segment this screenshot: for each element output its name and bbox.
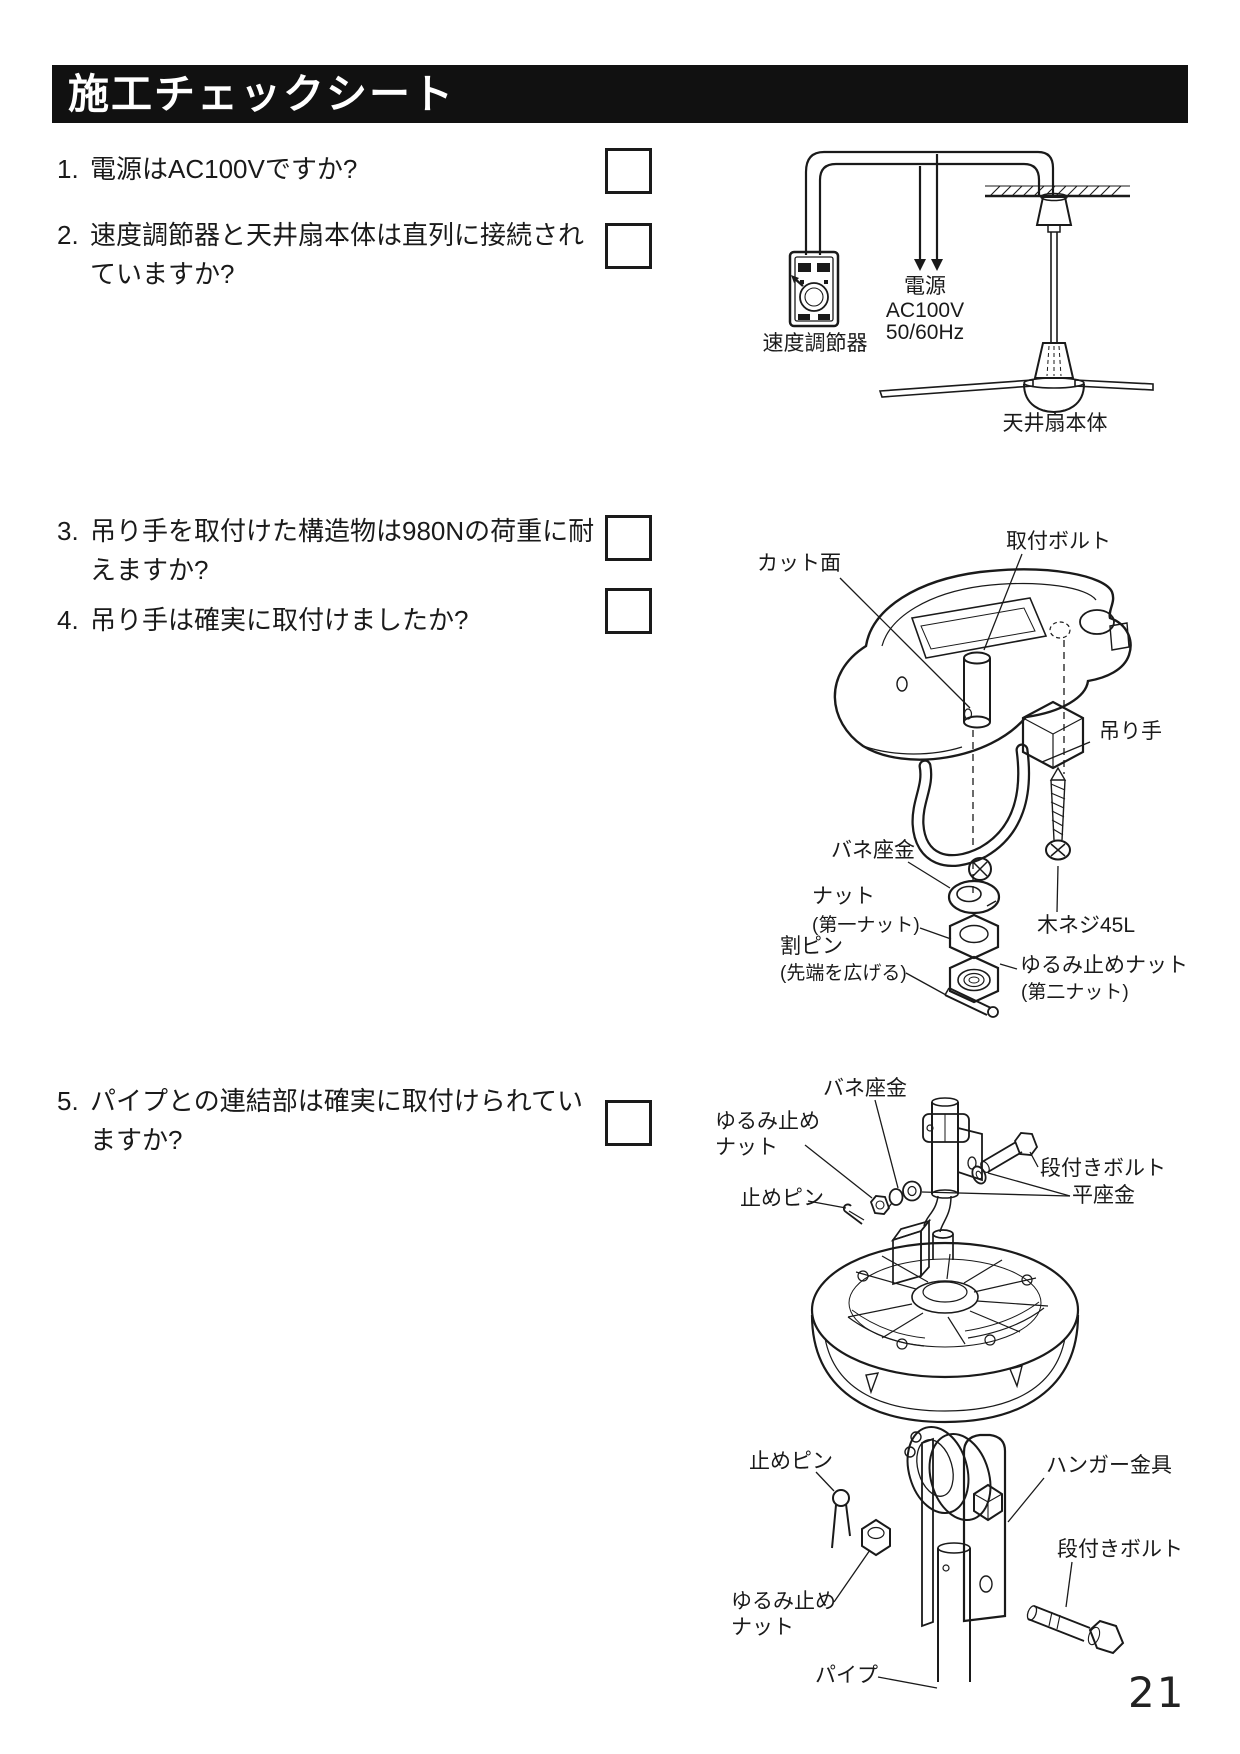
power-arrow-icon bbox=[914, 259, 926, 271]
spring-washer bbox=[887, 1188, 904, 1209]
item-text: パイプとの連結部は確実に取付けられてい ますか? bbox=[90, 1086, 583, 1155]
item-number: 3. bbox=[57, 516, 79, 546]
label-mount-bolt: 取付ボルト bbox=[1006, 530, 1111, 553]
label-lock-nut: ゆるみ止めナット bbox=[1020, 954, 1188, 977]
label-pipe: パイプ bbox=[815, 1664, 878, 1687]
item-text: 電源はAC100Vですか? bbox=[90, 154, 358, 184]
checkbox-item-4 bbox=[605, 588, 652, 634]
label-frequency: 50/60Hz bbox=[886, 321, 964, 344]
mounting-plate bbox=[833, 568, 1132, 761]
label-cut-face: カット面 bbox=[757, 552, 841, 575]
checkbox-item-3 bbox=[605, 515, 652, 561]
item-text: 吊り手は確実に取付けましたか? bbox=[90, 605, 469, 635]
motor-wires bbox=[923, 1195, 952, 1233]
first-nut bbox=[948, 913, 1000, 960]
label-nut: ナット bbox=[812, 885, 875, 908]
page-number: 21 bbox=[1128, 1668, 1186, 1717]
item-number: 4. bbox=[57, 605, 79, 635]
hanger-bracket bbox=[904, 1425, 1007, 1682]
checklist-item-3: 3. 吊り手を取付けた構造物は980Nの荷重に耐 えますか? bbox=[57, 512, 594, 590]
label-hanger: 吊り手 bbox=[1099, 720, 1162, 743]
wiring-diagram: 速度調節器 電源 AC100V 50/60Hz bbox=[763, 150, 1154, 435]
item-number: 1. bbox=[57, 154, 79, 184]
spring-washer bbox=[947, 879, 1001, 915]
checklist-item-4: 4. 吊り手は確実に取付けましたか? bbox=[57, 601, 468, 640]
checkbox-item-1 bbox=[605, 148, 652, 194]
hanger-bracket-tab bbox=[957, 1126, 983, 1182]
pipe-top bbox=[922, 1097, 983, 1199]
lock-nut bbox=[869, 1195, 891, 1215]
hanger-assembly-diagram: 取付ボルト カット面 吊り手 バネ座金 ナット (第一ナット) 木ネジ45L 割… bbox=[757, 530, 1188, 1018]
ceiling-fan bbox=[878, 192, 1154, 414]
flat-washer bbox=[902, 1165, 987, 1202]
capacitor-post bbox=[932, 1229, 954, 1260]
label-hanger-bracket: ハンガー金具 bbox=[1046, 1454, 1172, 1477]
wood-screw bbox=[1045, 766, 1071, 861]
label-lock-nut-2: ナット bbox=[715, 1136, 778, 1159]
checkbox-item-5 bbox=[605, 1100, 652, 1146]
power-arrow-icon bbox=[931, 259, 943, 271]
label-spring-washer: バネ座金 bbox=[823, 1077, 907, 1100]
item-number: 5. bbox=[57, 1086, 79, 1116]
label-stop-pin: 止めピン bbox=[740, 1187, 824, 1210]
label-lock-nut-b1: ゆるみ止め bbox=[731, 1590, 836, 1613]
page-title: 施工チェックシート bbox=[68, 71, 455, 117]
stop-pin bbox=[842, 1203, 865, 1225]
stop-pin-clip bbox=[831, 1489, 851, 1549]
hex-boss bbox=[1021, 700, 1085, 770]
ceiling bbox=[985, 185, 1130, 198]
label-step-bolt-b: 段付きボルト bbox=[1057, 1538, 1183, 1561]
item-text: 速度調節器と天井扇本体は直列に接続され ていますか? bbox=[90, 220, 585, 289]
label-power: 電源 bbox=[904, 275, 946, 298]
checklist-item-5: 5. パイプとの連結部は確実に取付けられてい ますか? bbox=[57, 1082, 583, 1160]
item-text: 吊り手を取付けた構造物は980Nの荷重に耐 えますか? bbox=[90, 516, 595, 585]
label-split-pin-note: (先端を広げる) bbox=[780, 962, 907, 984]
step-bolt-b bbox=[1026, 1605, 1125, 1655]
terminal-box bbox=[890, 1218, 932, 1286]
fan-motor bbox=[810, 1241, 1080, 1424]
label-voltage: AC100V bbox=[886, 299, 964, 322]
step-bolt bbox=[980, 1132, 1039, 1174]
label-fan-body: 天井扇本体 bbox=[1003, 412, 1108, 435]
label-nut-note: (第一ナット) bbox=[812, 914, 920, 936]
label-speed-controller: 速度調節器 bbox=[763, 332, 868, 355]
hanger-hook bbox=[911, 743, 1031, 867]
lock-nut bbox=[948, 955, 1000, 1004]
pipe-connection-diagram: バネ座金 ゆるみ止め ナット 止めピン 段付きボルト 平座金 bbox=[715, 1077, 1183, 1689]
label-step-bolt: 段付きボルト bbox=[1040, 1157, 1166, 1180]
label-split-pin: 割ピン bbox=[780, 935, 843, 958]
item-number: 2. bbox=[57, 220, 79, 250]
label-lock-nut-note: (第二ナット) bbox=[1021, 981, 1129, 1003]
label-flat-washer: 平座金 bbox=[1072, 1184, 1135, 1207]
checkbox-item-2 bbox=[605, 223, 652, 269]
checklist-item-2: 2. 速度調節器と天井扇本体は直列に接続され ていますか? bbox=[57, 216, 584, 294]
checklist-item-1: 1. 電源はAC100Vですか? bbox=[57, 150, 357, 189]
label-spring-washer: バネ座金 bbox=[831, 839, 915, 862]
wood-screw-head bbox=[968, 857, 992, 881]
mounting-bolt bbox=[963, 651, 991, 729]
speed-controller bbox=[788, 250, 840, 328]
label-lock-nut-b2: ナット bbox=[731, 1616, 794, 1639]
split-pin bbox=[944, 987, 999, 1018]
lock-nut-b bbox=[861, 1518, 891, 1557]
label-lock-nut-1: ゆるみ止め bbox=[715, 1110, 820, 1133]
label-wood-screw: 木ネジ45L bbox=[1037, 914, 1135, 937]
label-stop-pin-b: 止めピン bbox=[749, 1450, 833, 1473]
page-title-bar: 施工チェックシート bbox=[52, 65, 1188, 123]
